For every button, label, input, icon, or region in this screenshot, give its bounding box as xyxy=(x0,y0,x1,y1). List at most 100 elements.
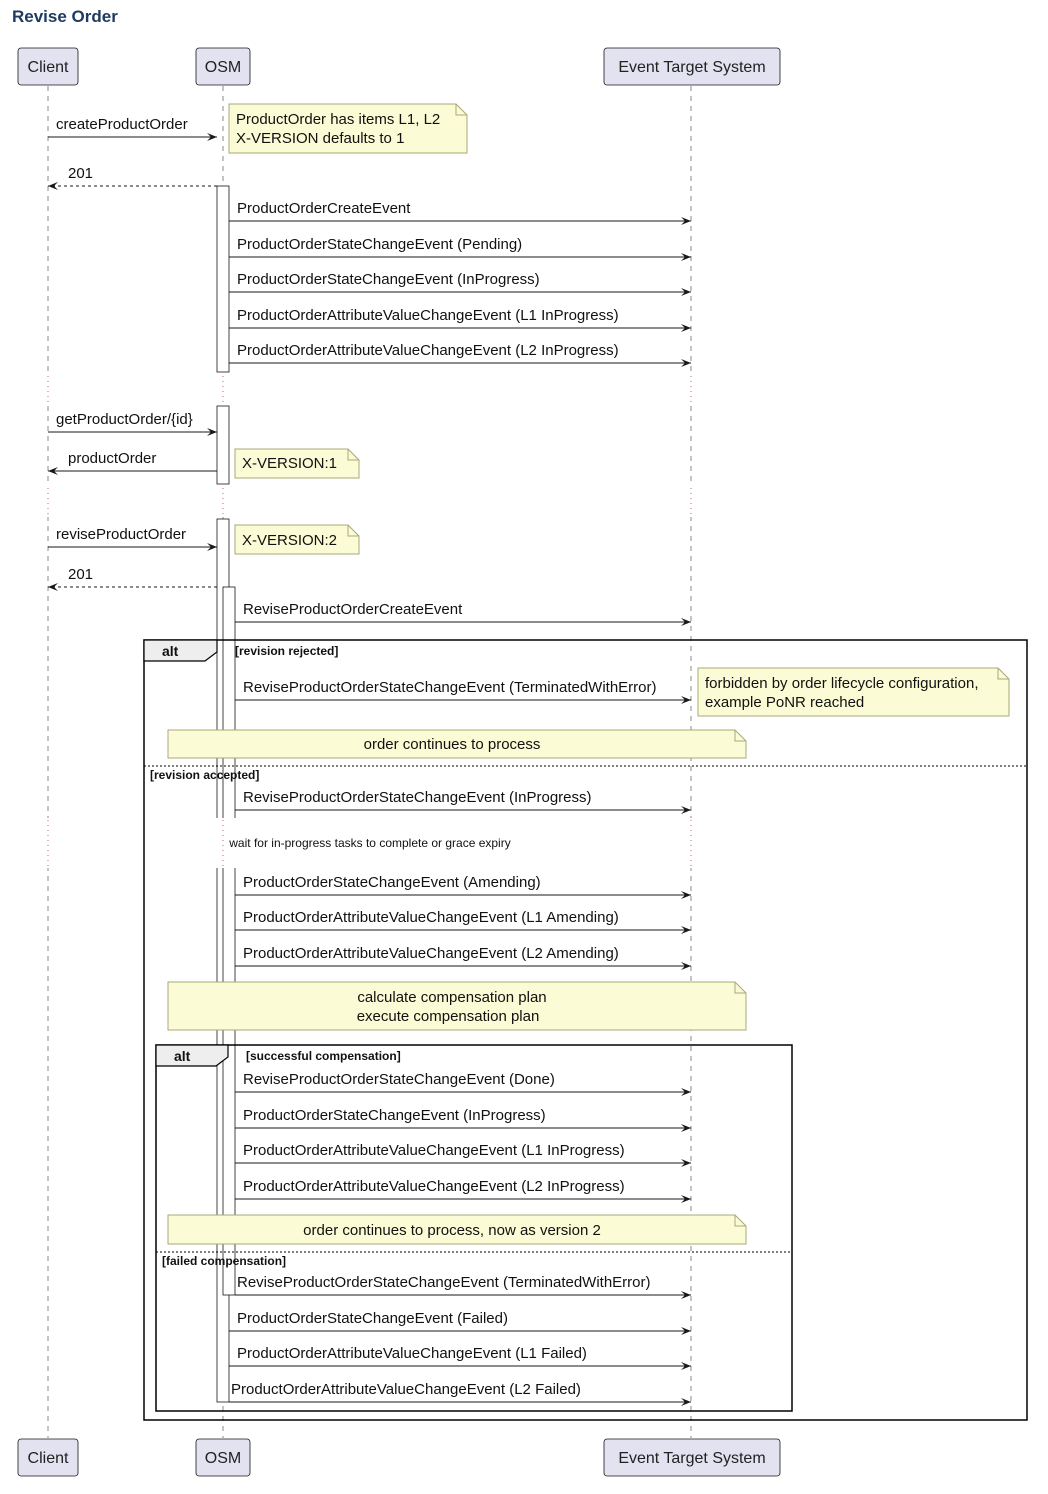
message: ProductOrderStateChangeEvent (Pending) xyxy=(229,236,691,261)
arrow-head-icon xyxy=(681,253,691,261)
message: ReviseProductOrderStateChangeEvent (Term… xyxy=(235,1274,691,1299)
message: ProductOrderCreateEvent xyxy=(229,200,691,225)
arrow-head-icon xyxy=(681,696,691,704)
note-x-version-2: X-VERSION:2 xyxy=(234,524,360,555)
participant-label: Client xyxy=(28,1450,69,1467)
note-product-order-items: ProductOrder has items L1, L2 X-VERSION … xyxy=(228,103,468,154)
arrow-head-icon xyxy=(681,1327,691,1335)
note-line: execute compensation plan xyxy=(357,1008,540,1025)
message-label: ProductOrderCreateEvent xyxy=(237,200,411,217)
arrow-head-icon xyxy=(207,428,217,436)
note-line: X-VERSION:1 xyxy=(242,455,337,472)
message: reviseProductOrder xyxy=(48,526,217,551)
message-label: ProductOrderStateChangeEvent (InProgress… xyxy=(243,1107,546,1124)
message: ProductOrderAttributeValueChangeEvent (L… xyxy=(235,1142,691,1167)
message-label: reviseProductOrder xyxy=(56,526,186,543)
arrow-head-icon xyxy=(681,618,691,626)
arrow-head-icon xyxy=(681,806,691,814)
fragment-guard: [failed compensation] xyxy=(162,1254,286,1268)
message-label: ReviseProductOrderStateChangeEvent (Term… xyxy=(237,1274,651,1291)
arrow-head-icon xyxy=(681,1291,691,1299)
message-label: ProductOrderStateChangeEvent (InProgress… xyxy=(237,271,540,288)
message: productOrder xyxy=(48,450,217,475)
message-label: ProductOrderAttributeValueChangeEvent (L… xyxy=(237,1345,587,1362)
activation-bar xyxy=(216,405,230,485)
message-label: ProductOrderAttributeValueChangeEvent (L… xyxy=(243,1178,625,1195)
message-label: ProductOrderAttributeValueChangeEvent (L… xyxy=(237,342,619,359)
arrow-head-icon xyxy=(681,1362,691,1370)
delay-label: wait for in-progress tasks to complete o… xyxy=(228,836,510,850)
arrow-head-icon xyxy=(681,1159,691,1167)
message: ProductOrderStateChangeEvent (InProgress… xyxy=(235,1107,691,1132)
participant-client-top: Client xyxy=(17,47,79,86)
participant-label: OSM xyxy=(205,1450,241,1467)
note-compensation-plan: calculate compensation plan execute comp… xyxy=(167,981,747,1031)
message: ProductOrderAttributeValueChangeEvent (L… xyxy=(235,1178,691,1203)
participant-label: Client xyxy=(28,59,69,76)
fragment-guard: [revision accepted] xyxy=(150,768,259,782)
message: ReviseProductOrderCreateEvent xyxy=(235,601,691,626)
message-label: ProductOrderStateChangeEvent (Failed) xyxy=(237,1310,508,1327)
arrow-head-icon xyxy=(681,962,691,970)
participant-client-bottom: Client xyxy=(17,1438,79,1477)
message: 201 xyxy=(48,165,217,190)
note-line: order continues to process, now as versi… xyxy=(303,1222,601,1239)
message: ProductOrderAttributeValueChangeEvent (L… xyxy=(235,945,691,970)
arrow-head-icon xyxy=(681,288,691,296)
participant-osm-top: OSM xyxy=(195,47,251,86)
note-line: example PoNR reached xyxy=(705,694,864,711)
activation-bar xyxy=(216,185,230,373)
message: ProductOrderAttributeValueChangeEvent (L… xyxy=(229,307,691,332)
message-label: ProductOrderAttributeValueChangeEvent (L… xyxy=(231,1381,581,1398)
message-label: createProductOrder xyxy=(56,116,188,133)
message: ReviseProductOrderStateChangeEvent (Done… xyxy=(235,1071,691,1096)
message: ProductOrderAttributeValueChangeEvent (L… xyxy=(235,909,691,934)
note-line: ProductOrder has items L1, L2 xyxy=(236,111,440,128)
fragment-keyword: alt xyxy=(174,1048,191,1064)
delay-breaks: wait for in-progress tasks to complete o… xyxy=(40,374,700,868)
message-label: productOrder xyxy=(68,450,156,467)
participant-ets-top: Event Target System xyxy=(603,47,781,86)
message-label: ReviseProductOrderStateChangeEvent (Done… xyxy=(243,1071,555,1088)
message-label: 201 xyxy=(68,566,93,583)
message: getProductOrder/{id} xyxy=(48,411,217,436)
message: ProductOrderStateChangeEvent (Failed) xyxy=(229,1310,691,1335)
message-label: ReviseProductOrderStateChangeEvent (InPr… xyxy=(243,789,592,806)
arrow-head-icon xyxy=(681,324,691,332)
note-line: X-VERSION:2 xyxy=(242,532,337,549)
alt-fragment-outer: alt [revision rejected] [revision accept… xyxy=(143,639,1028,1421)
participant-ets-bottom: Event Target System xyxy=(603,1438,781,1477)
message-label: ReviseProductOrderCreateEvent xyxy=(243,601,463,618)
note-version-2: order continues to process, now as versi… xyxy=(167,1214,747,1245)
message: ReviseProductOrderStateChangeEvent (InPr… xyxy=(235,789,691,814)
note-order-continues: order continues to process xyxy=(167,729,747,759)
participant-label: Event Target System xyxy=(618,59,765,76)
note-line: forbidden by order lifecycle configurati… xyxy=(705,675,979,692)
message: createProductOrder xyxy=(48,116,217,141)
alt-fragment-inner: alt [successful compensation] [failed co… xyxy=(155,1044,793,1412)
arrow-head-icon xyxy=(48,467,58,475)
arrow-head-icon xyxy=(48,182,58,190)
participant-label: OSM xyxy=(205,59,241,76)
arrow-head-icon xyxy=(681,926,691,934)
arrow-head-icon xyxy=(681,359,691,367)
message-label: getProductOrder/{id} xyxy=(56,411,193,428)
message-label: ProductOrderStateChangeEvent (Pending) xyxy=(237,236,522,253)
message: ProductOrderAttributeValueChangeEvent (L… xyxy=(229,1381,691,1406)
fragment-guard: [revision rejected] xyxy=(235,644,338,658)
arrow-head-icon xyxy=(681,217,691,225)
message: ReviseProductOrderStateChangeEvent (Term… xyxy=(235,679,691,704)
message-label: ReviseProductOrderStateChangeEvent (Term… xyxy=(243,679,657,696)
note-line: calculate compensation plan xyxy=(357,989,546,1006)
note-x-version-1: X-VERSION:1 xyxy=(234,448,360,479)
arrow-head-icon xyxy=(681,891,691,899)
messages: createProductOrder201ProductOrderCreateE… xyxy=(48,116,691,1406)
message-label: ProductOrderAttributeValueChangeEvent (L… xyxy=(243,909,619,926)
arrow-head-icon xyxy=(48,583,58,591)
arrow-head-icon xyxy=(681,1398,691,1406)
message-label: ProductOrderAttributeValueChangeEvent (L… xyxy=(243,945,619,962)
fragment-keyword: alt xyxy=(162,643,179,659)
message: ProductOrderAttributeValueChangeEvent (L… xyxy=(229,342,691,367)
diagram-title: Revise Order xyxy=(12,7,118,26)
